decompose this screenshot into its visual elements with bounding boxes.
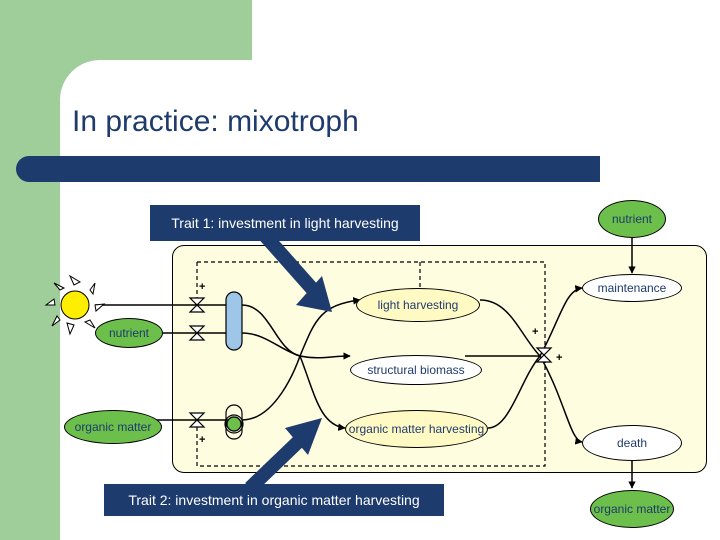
nutrient-top-node: nutrient xyxy=(598,200,666,238)
valve-icon xyxy=(188,297,206,306)
plus-sign: + xyxy=(532,326,539,338)
gland-icon xyxy=(225,291,243,351)
plus-sign: + xyxy=(199,434,206,446)
plus-sign: + xyxy=(556,352,563,364)
title-underline-bar xyxy=(16,156,600,182)
nutrient-left-node: nutrient xyxy=(95,318,163,348)
valve-icon xyxy=(188,304,206,313)
valve-icon xyxy=(188,412,206,421)
organic-matter-harvesting-node: organic matter harvesting xyxy=(345,410,488,448)
valve-icons xyxy=(188,297,553,428)
flow-lines xyxy=(95,236,636,489)
trait1-callout: Trait 1: investment in light harvesting xyxy=(150,205,420,241)
valve-icon xyxy=(188,325,206,334)
sun-icon xyxy=(44,274,106,336)
valve-icon xyxy=(188,332,206,341)
maintenance-node: maintenance xyxy=(582,274,682,302)
plus-sign: + xyxy=(199,281,206,293)
structural-biomass-node: structural biomass xyxy=(350,355,482,385)
valve-icon xyxy=(188,419,206,428)
valve-icon xyxy=(535,354,553,363)
organic-matter-bottom-node: organic matter xyxy=(590,490,674,528)
slide-title: In practice: mixotroph xyxy=(72,105,359,138)
gland-icon xyxy=(225,404,243,440)
trait2-arrow-icon xyxy=(245,418,322,494)
trait1-arrow-icon xyxy=(254,225,332,312)
trait2-callout: Trait 2: investment in organic matter ha… xyxy=(104,484,444,516)
organic-matter-left-node: organic matter xyxy=(64,410,162,444)
light-harvesting-node: light harvesting xyxy=(356,288,480,322)
death-node: death xyxy=(582,425,682,461)
valve-icon xyxy=(535,347,553,356)
gland-icons xyxy=(225,291,243,440)
